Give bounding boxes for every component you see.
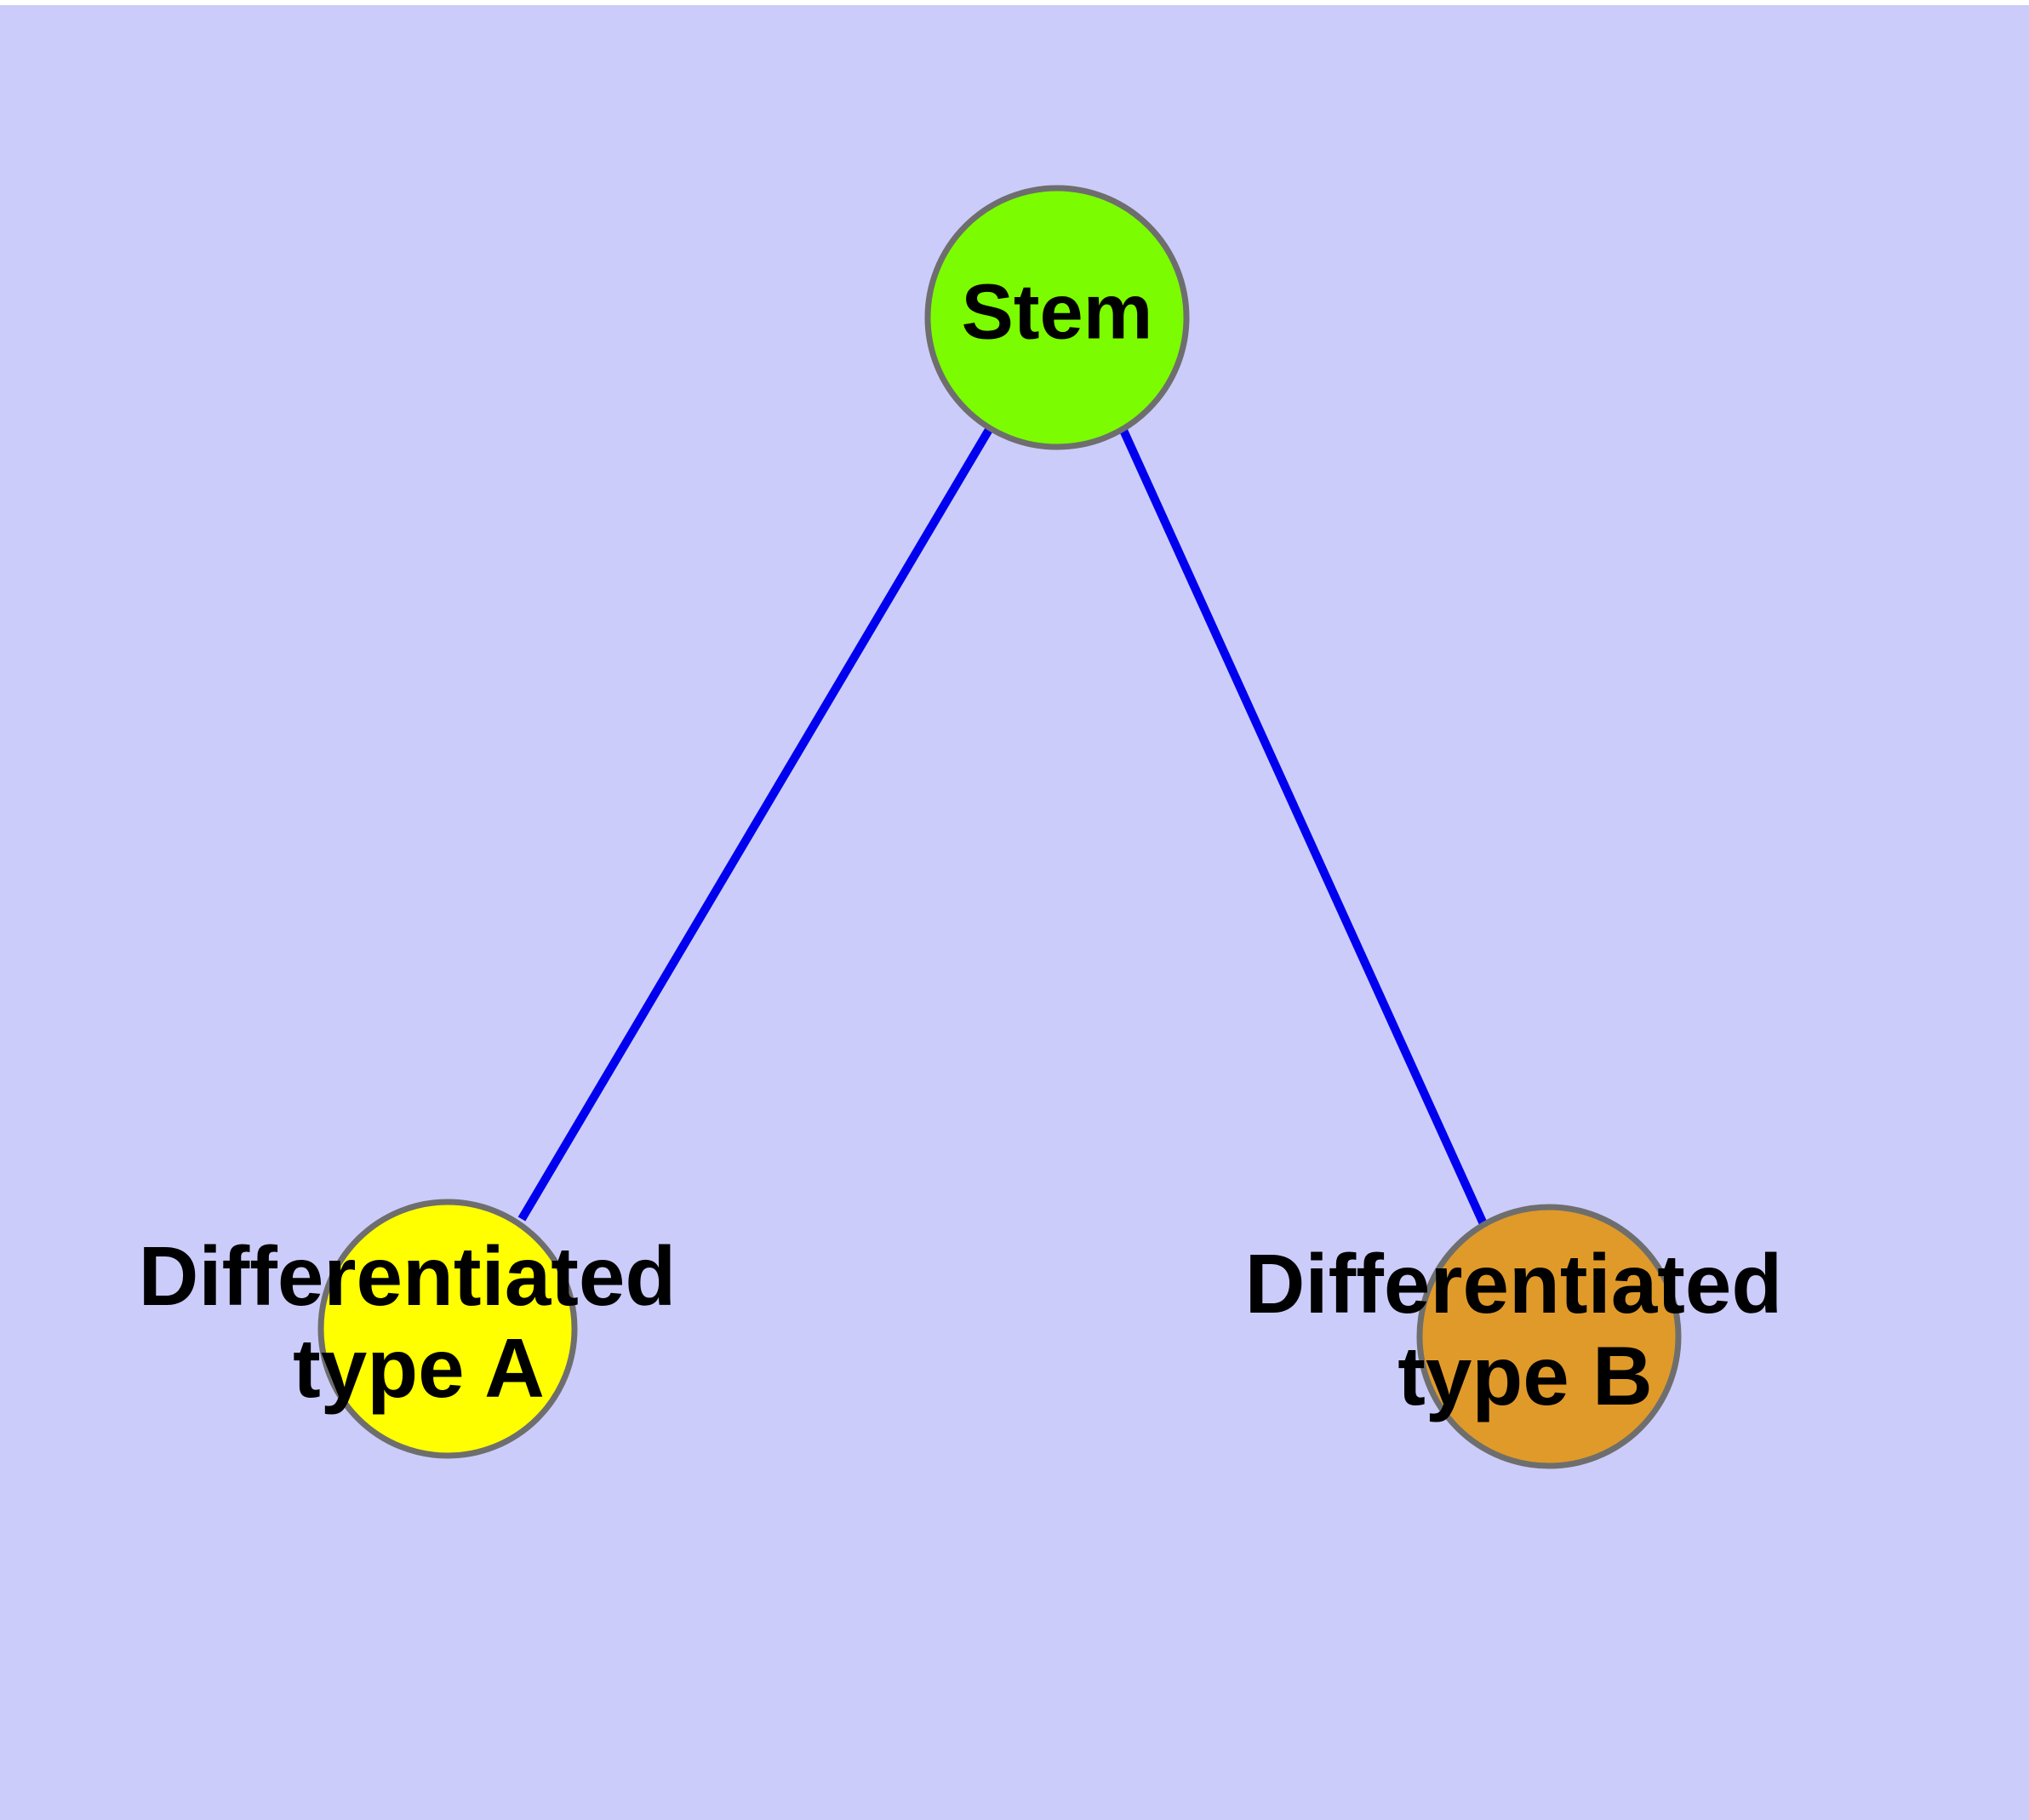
node-differentiated-type-b-label: Differentiated type B: [1245, 1237, 1806, 1422]
node-differentiated-type-a[interactable]: Differentiated type A: [139, 1199, 700, 1459]
node-differentiated-type-a-label-line-1: Differentiated: [139, 1229, 677, 1323]
node-stem-label: Stem: [962, 268, 1153, 355]
edge-stem-to-differentiated-type-a[interactable]: [517, 426, 994, 1222]
node-layer: Stem Differentiated type A Differentiate…: [139, 185, 1806, 1469]
node-differentiated-type-b-label-line-1: Differentiated: [1245, 1237, 1783, 1331]
node-differentiated-type-b-circle[interactable]: [1416, 1204, 1682, 1469]
edge-layer: [517, 424, 1489, 1228]
node-stem[interactable]: Stem: [924, 185, 1190, 450]
edge-stem-to-differentiated-type-b[interactable]: [1117, 424, 1489, 1228]
node-differentiated-type-b[interactable]: Differentiated type B: [1245, 1204, 1806, 1469]
node-stem-circle[interactable]: [924, 185, 1190, 450]
node-differentiated-type-b-label-line-2: type B: [1397, 1329, 1653, 1422]
node-differentiated-type-a-label-line-2: type A: [293, 1321, 545, 1415]
node-differentiated-type-a-label: Differentiated type A: [139, 1229, 700, 1415]
node-differentiated-type-a-circle[interactable]: [317, 1199, 578, 1459]
